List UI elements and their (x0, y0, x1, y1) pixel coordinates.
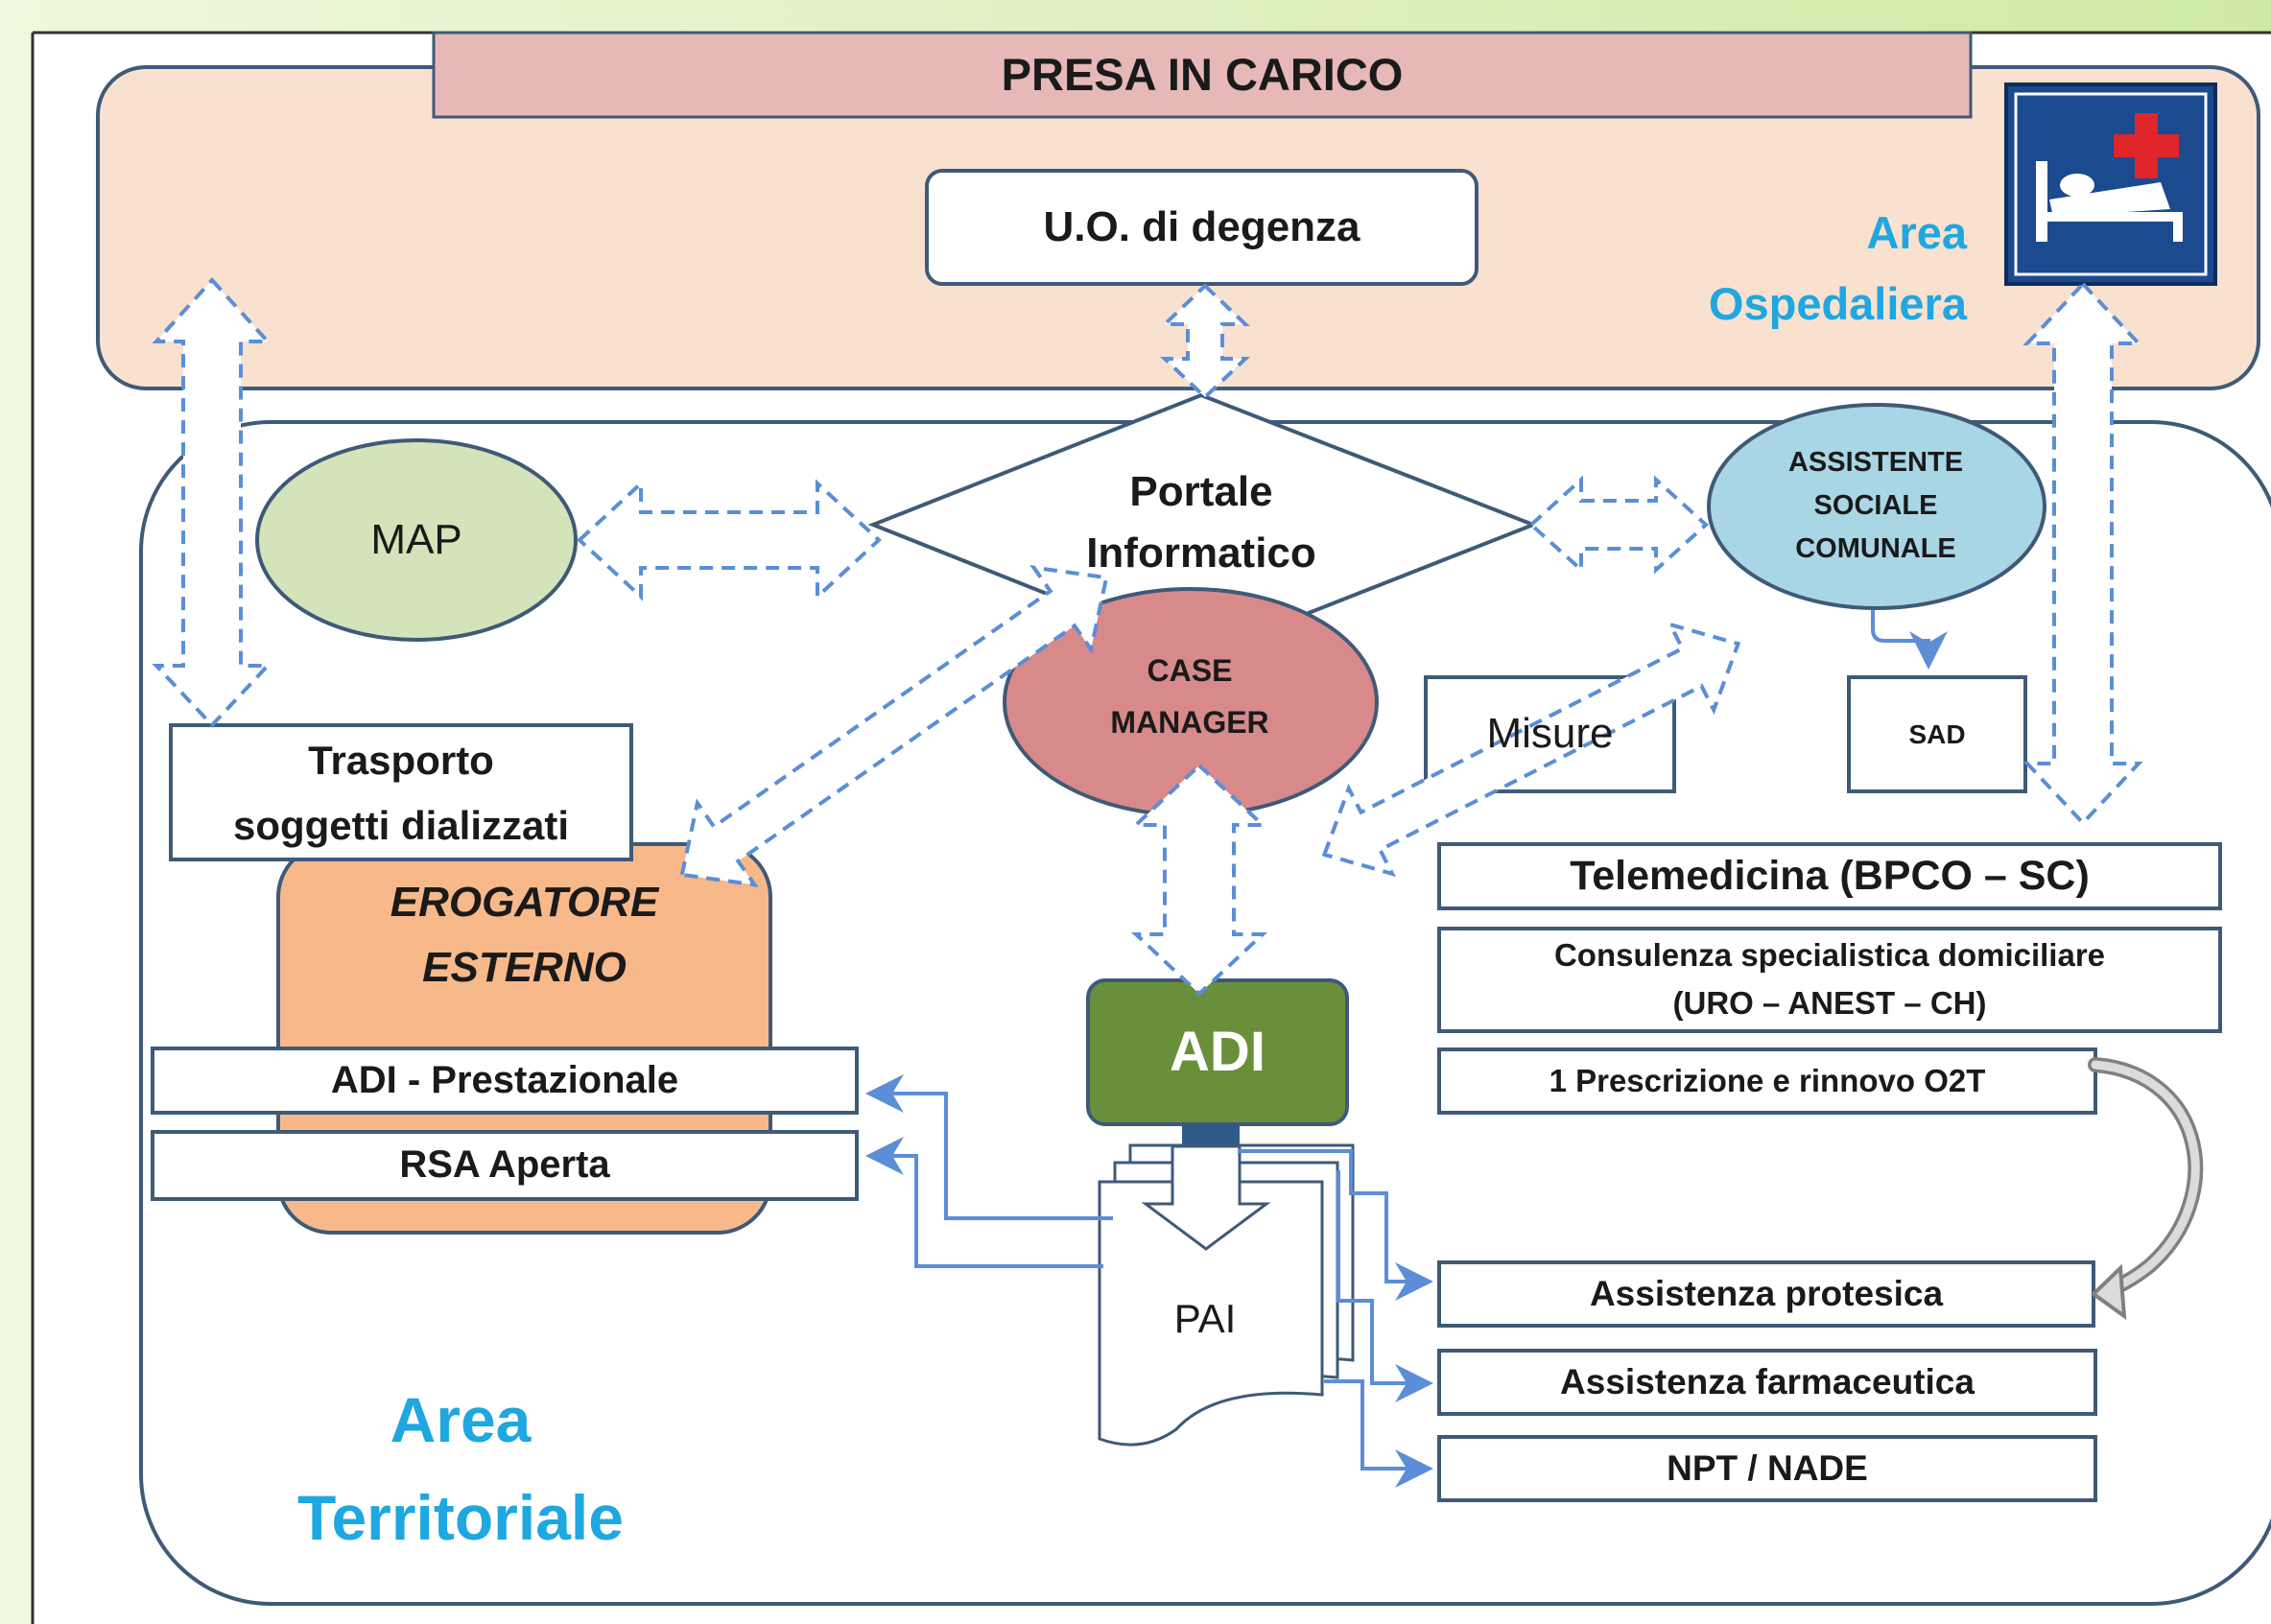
pai-to-protesica-connector (1238, 1149, 1433, 1301)
sad-box (1847, 675, 2027, 793)
degenza-portale-double-arrow (1160, 283, 1250, 400)
assistente-to-sad-connector (1871, 610, 1948, 670)
assistente-label-1: ASSISTENTE (1787, 447, 1964, 479)
hospital-area-label-1: Area (1866, 206, 1967, 258)
prescrizione-to-protesica-arrowhead (2090, 1263, 2127, 1321)
pai-to-adi-prestazionale-connector (865, 1074, 1113, 1220)
case-manager-label-2: MANAGER (1110, 704, 1269, 740)
npt-label: NPT / NADE (1667, 1448, 1868, 1489)
telemedicina-box (1437, 842, 2222, 910)
consulenza-box (1437, 927, 2222, 1033)
map-portale-double-arrow (577, 479, 882, 601)
farmaceutica-label: Assistenza farmaceutica (1560, 1362, 1975, 1402)
dashed-connectors (152, 277, 2143, 997)
trasporto-box (169, 723, 633, 861)
territorial-area-label-2: Territoriale (297, 1481, 624, 1553)
hospital-services-double-arrow (2023, 281, 2143, 826)
erogatore-label-1: EROGATORE (390, 878, 659, 926)
pai-to-rsa-connector (865, 1137, 1103, 1268)
protesica-label: Assistenza protesica (1589, 1274, 1944, 1314)
sad-label: SAD (1908, 718, 1966, 749)
portale-assistente-double-arrow (1528, 475, 1709, 575)
rsa-aperta-label: RSA Aperta (399, 1143, 610, 1187)
farmaceutica-box (1437, 1349, 2097, 1416)
hospital-bed-icon (2004, 82, 2217, 286)
consulenza-label-1: Consulenza specialistica domiciliare (1553, 936, 2106, 973)
portale-label-1: Portale (1129, 467, 1273, 515)
prescrizione-to-protesica-curve-inner (2091, 1060, 2200, 1298)
adi-prestazionale-box (151, 1047, 859, 1115)
trasporto-label-1: Trasporto (308, 738, 494, 784)
assistente-ellipse (1707, 403, 2046, 610)
portale-label-2: Informatico (1086, 529, 1316, 577)
npt-box (1437, 1435, 2097, 1502)
header-title: PRESA IN CARICO (1001, 48, 1404, 100)
prescrizione-label: 1 Prescrizione e rinnovo O2T (1549, 1062, 1986, 1098)
uo-degenza-box (925, 169, 1479, 286)
adi-base-connector (1182, 1124, 1240, 1145)
case-manager-erogatore-double-arrow (679, 565, 1109, 887)
pai-connectors (865, 1074, 1433, 1488)
hospital-area-label-2: Ospedaliera (1708, 277, 1967, 329)
case-manager-label-1: CASE (1147, 652, 1233, 688)
pai-label: PAI (1173, 1296, 1237, 1342)
misure-label: Misure (1486, 710, 1614, 758)
adi-label: ADI (1170, 1020, 1266, 1083)
trasporto-label-2: soggetti dializzati (232, 803, 570, 849)
assistente-label-3: COMUNALE (1795, 533, 1956, 565)
assistente-label-2: SOCIALE (1813, 490, 1938, 522)
erogatore-label-2: ESTERNO (422, 943, 627, 991)
map-label: MAP (370, 515, 462, 563)
adi-prestazionale-label: ADI - Prestazionale (330, 1058, 679, 1101)
telemedicina-label: Telemedicina (BPCO – SC) (1570, 852, 2090, 899)
pai-to-farmaceutica-connector (1337, 1170, 1433, 1402)
prescrizione-box (1437, 1047, 2097, 1115)
map-ellipse (255, 438, 578, 642)
header-bar (432, 31, 1973, 119)
rsa-aperta-box (151, 1130, 859, 1201)
pai-to-npt-connector (1324, 1379, 1433, 1488)
adi-to-pai-arrow (1141, 1144, 1271, 1251)
case-manager-adi-double-arrow (1130, 763, 1268, 997)
hospital-trasporto-double-arrow (152, 277, 272, 728)
uo-degenza-label: U.O. di degenza (1043, 202, 1360, 250)
territorial-area-label-1: Area (390, 1383, 532, 1455)
consulenza-label-2: (URO – ANEST – CH) (1672, 984, 1987, 1021)
misure-connector-double-arrow (1321, 621, 1741, 878)
